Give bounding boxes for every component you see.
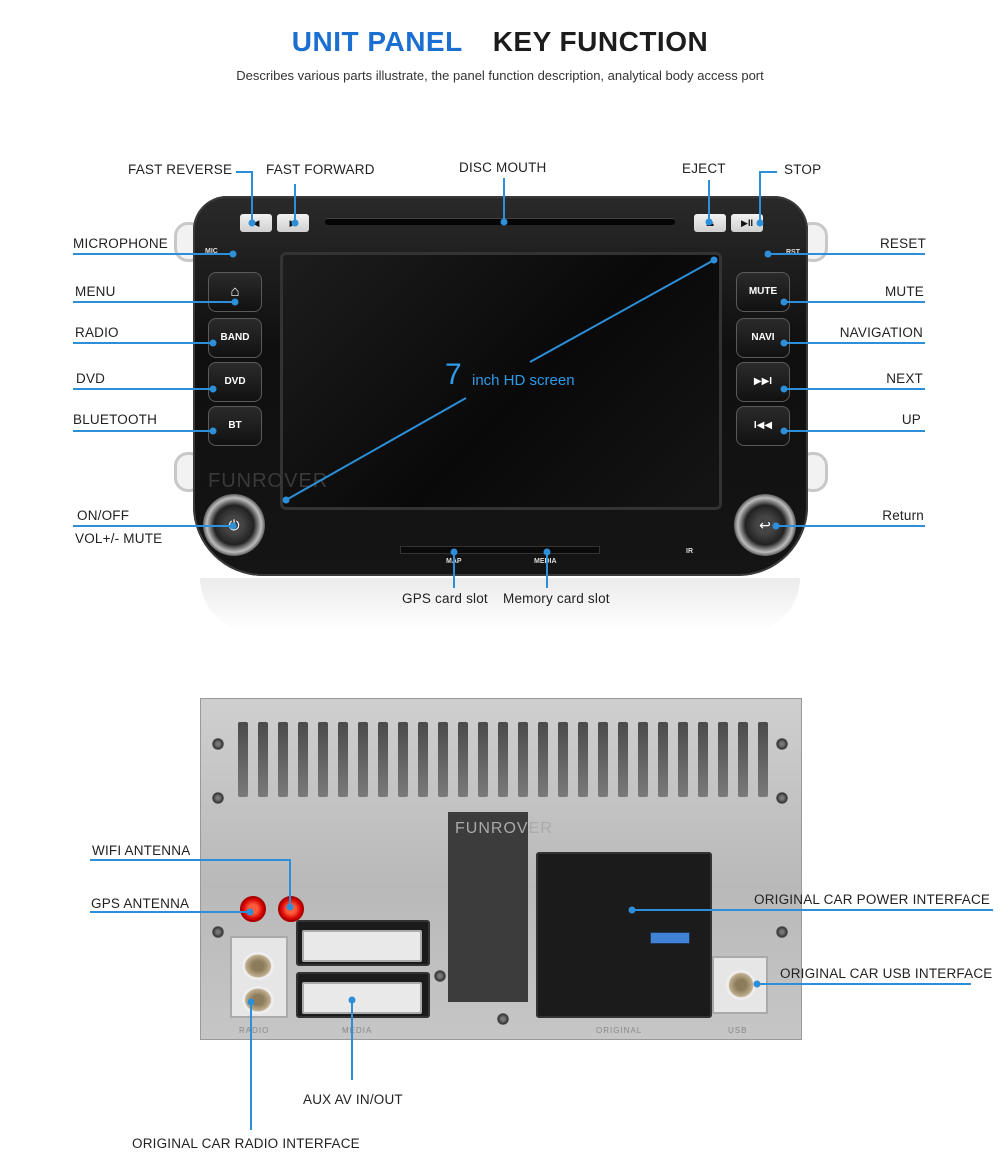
page-title: UNIT PANEL KEY FUNCTION (0, 26, 1000, 58)
heatsink-fin (758, 722, 768, 797)
screw (497, 1013, 509, 1025)
gps-antenna-port[interactable] (240, 896, 266, 922)
label-disc-mouth: DISC MOUTH (459, 160, 547, 175)
heatsink-fin (558, 722, 568, 797)
rst-tag: RST (786, 249, 800, 256)
mic-tag: MIC (205, 248, 218, 255)
title-unit-panel: UNIT PANEL (291, 26, 463, 57)
screw (212, 792, 224, 804)
label-fast-reverse: FAST REVERSE (128, 162, 233, 177)
brand-watermark: FUNROVER (208, 470, 329, 492)
etch-media: MEDIA (342, 1026, 373, 1035)
card-slot-bar (400, 546, 600, 554)
label-power-interface: ORIGINAL CAR POWER INTERFACE (754, 892, 991, 907)
fuse (650, 932, 690, 944)
label-fast-forward: FAST FORWARD (266, 162, 375, 177)
heatsink-fin (578, 722, 588, 797)
heatsink-fin (518, 722, 528, 797)
title-key-function: KEY FUNCTION (492, 26, 709, 57)
heatsink-fin (398, 722, 408, 797)
label-radio: RADIO (75, 325, 119, 340)
heatsink-fin (698, 722, 708, 797)
next-button[interactable]: ▶▶I (736, 362, 790, 402)
label-return: Return (882, 508, 924, 523)
heatsink-fin (618, 722, 628, 797)
mute-button[interactable]: MUTE (736, 272, 790, 312)
etch-usb: USB (728, 1026, 748, 1035)
heatsink-fin (598, 722, 608, 797)
label-memory-slot: Memory card slot (503, 591, 610, 606)
media-tag: MEDIA (534, 558, 557, 565)
label-stop: STOP (784, 162, 822, 177)
dvd-button[interactable]: DVD (208, 362, 262, 402)
home-button[interactable]: ⌂ (208, 272, 262, 312)
back-brand: FUNROVER (455, 820, 553, 837)
heatsink-fin (358, 722, 368, 797)
heatsink-fin (278, 722, 288, 797)
navi-button[interactable]: NAVI (736, 318, 790, 358)
screen-size-number: 7 (445, 358, 462, 391)
label-bluetooth: BLUETOOTH (73, 412, 158, 427)
band-button[interactable]: BAND (208, 318, 262, 358)
label-eject: EJECT (682, 161, 726, 176)
label-vol-mute: VOL+/- MUTE (75, 531, 163, 546)
prev-button[interactable]: I◀◀ (736, 406, 790, 446)
heatsink-fin (258, 722, 268, 797)
label-next: NEXT (886, 371, 923, 386)
heatsink-fin (458, 722, 468, 797)
label-gps-slot: GPS card slot (402, 591, 488, 606)
center-heat-column (448, 812, 528, 1002)
label-dvd: DVD (76, 371, 106, 386)
screw (212, 926, 224, 938)
disc-slot (325, 218, 675, 225)
label-aux-av: AUX AV IN/OUT (303, 1092, 403, 1107)
heatsink-fin (498, 722, 508, 797)
heatsink-fin (318, 722, 328, 797)
page-subtitle: Describes various parts illustrate, the … (236, 68, 764, 83)
aux-av-connector[interactable] (302, 982, 422, 1014)
heatsink-fin (298, 722, 308, 797)
label-usb-interface: ORIGINAL CAR USB INTERFACE (780, 966, 993, 981)
heatsink-fin (738, 722, 748, 797)
screw (434, 970, 446, 982)
label-navigation: NAVIGATION (839, 325, 923, 340)
label-microphone: MICROPHONE (73, 236, 169, 251)
heatsink-fin (378, 722, 388, 797)
screw (776, 792, 788, 804)
etch-radio: RADIO (239, 1026, 270, 1035)
heatsink-fins (238, 722, 773, 797)
heatsink-fin (418, 722, 428, 797)
label-gps-antenna: GPS ANTENNA (91, 896, 190, 911)
etch-original: ORIGINAL (596, 1026, 643, 1035)
heatsink-fin (678, 722, 688, 797)
heatsink-fin (478, 722, 488, 797)
screen-size-text: inch HD screen (472, 372, 575, 389)
bt-button[interactable]: BT (208, 406, 262, 446)
heatsink-fin (538, 722, 548, 797)
display-screen[interactable] (280, 252, 722, 510)
label-mute: MUTE (884, 284, 924, 299)
label-on-off: ON/OFF (77, 508, 130, 523)
label-radio-interface: ORIGINAL CAR RADIO INTERFACE (132, 1136, 360, 1151)
label-reset: RESET (879, 236, 926, 251)
fast-reverse-button[interactable]: ◀ (240, 214, 272, 232)
label-up: UP (901, 412, 921, 427)
heatsink-fin (238, 722, 248, 797)
play-pause-button[interactable]: ▶II (731, 214, 763, 232)
panel-reflection (200, 578, 800, 632)
screw (212, 738, 224, 750)
screw (776, 738, 788, 750)
ir-tag: IR (686, 548, 693, 555)
heatsink-fin (718, 722, 728, 797)
heatsink-fin (638, 722, 648, 797)
screw (776, 926, 788, 938)
heatsink-fin (438, 722, 448, 797)
label-menu: MENU (75, 284, 116, 299)
aux-av-connector[interactable] (302, 930, 422, 962)
heatsink-fin (338, 722, 348, 797)
label-wifi-antenna: WIFI ANTENNA (92, 843, 191, 858)
heatsink-fin (658, 722, 668, 797)
